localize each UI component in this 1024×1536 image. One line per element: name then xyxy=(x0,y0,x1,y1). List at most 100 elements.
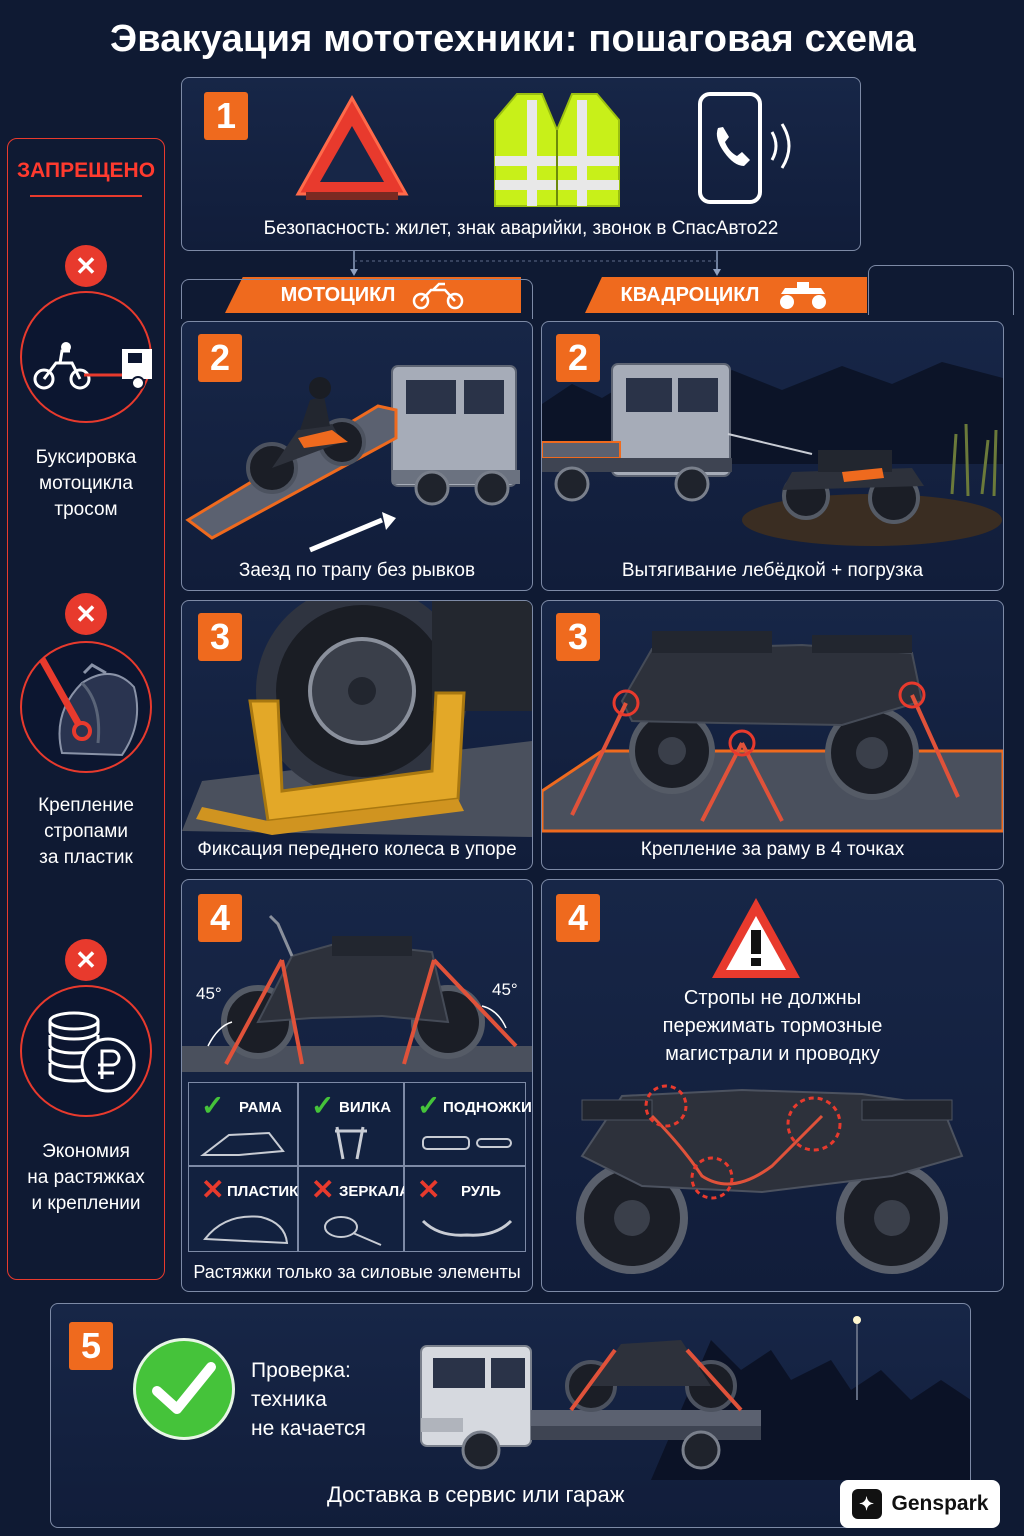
step-number: 5 xyxy=(69,1322,113,1370)
step5-caption: Доставка в сервис или гараж xyxy=(327,1482,625,1507)
moto-step4-panel: 4 45° 45° ✓ РАМА ✓ ВИЛКА ✓ ПОДНОЖКИ xyxy=(181,879,533,1292)
branch-quad-text: КВАДРОЦИКЛ xyxy=(620,283,760,306)
quad-step4-warning: Стропы не должны пережимать тормозные ма… xyxy=(542,984,1003,1068)
quad-step4-panel: 4 Стропы не должны пережимать тормозные … xyxy=(541,879,1004,1292)
moto-step2-caption: Заезд по трапу без рывков xyxy=(238,560,476,581)
towing-rope-icon xyxy=(33,342,152,390)
forbidden-column: ЗАПРЕЩЕНО ✕ Буксировка мотоцикла тросом … xyxy=(7,138,165,1280)
check-icon: ✓ xyxy=(201,1090,225,1121)
forbidden-line: Крепление xyxy=(38,795,134,816)
ok-label: РАМА xyxy=(239,1099,282,1116)
check-icon: ✓ xyxy=(311,1090,335,1121)
forbidden-line: и креплении xyxy=(31,1193,141,1214)
warning-triangle-icon xyxy=(295,94,409,200)
warning-sign-icon xyxy=(712,898,800,978)
moto-step4-caption: Растяжки только за силовые элементы xyxy=(193,1262,521,1282)
safety-vest-icon xyxy=(494,93,620,207)
branch-moto-text: МОТОЦИКЛ xyxy=(280,283,396,306)
bad-label: РУЛЬ xyxy=(461,1183,501,1200)
forbidden-line: Экономия xyxy=(42,1141,130,1162)
ramp-loading-illustration xyxy=(185,365,520,553)
bad-label: ПЛАСТИК xyxy=(227,1183,299,1200)
ok-cell-fork: ✓ ВИЛКА xyxy=(298,1082,404,1166)
strap-on-plastic-icon xyxy=(38,657,139,757)
forbidden-line: на растяжках xyxy=(27,1167,145,1188)
frame-part-icon xyxy=(200,1131,285,1156)
check-line: Проверка: xyxy=(251,1359,351,1382)
ok-cell-frame: ✓ РАМА xyxy=(188,1082,298,1166)
forbidden-mark: ✕ xyxy=(65,245,107,287)
branch-moto-label: МОТОЦИКЛ xyxy=(225,277,521,313)
coins-ruble-icon xyxy=(48,1011,136,1093)
fork-part-icon xyxy=(335,1126,367,1160)
step5-check-text: Проверка: техника не качается xyxy=(251,1356,366,1443)
forbidden-title: ЗАПРЕЩЕНО xyxy=(16,159,156,182)
forbidden-mark: ✕ xyxy=(65,939,107,981)
quad-step3-caption: Крепление за раму в 4 точках xyxy=(640,839,905,860)
check-line: техника xyxy=(251,1388,327,1411)
forbidden-line: тросом xyxy=(54,499,118,520)
step1-panel: 1 Безопасность: жилет, знак аварийки, зв… xyxy=(181,77,861,251)
cross-icon: ✕ xyxy=(417,1174,441,1205)
forbidden-item-economy xyxy=(20,985,152,1117)
forbidden-mark: ✕ xyxy=(65,593,107,635)
quad-step2-panel: 2 Вытягивание лебёдкой + погрузка xyxy=(541,321,1004,591)
bad-cell-plastic: ✕ ПЛАСТИК xyxy=(188,1166,298,1252)
step-number: 3 xyxy=(198,613,242,661)
brand-logo-icon: ✦ xyxy=(851,1489,882,1519)
brand-badge: ✦ Genspark xyxy=(840,1480,1000,1528)
step-number: 4 xyxy=(198,894,242,942)
ok-label: ПОДНОЖКИ xyxy=(443,1099,532,1116)
forbidden-item-plastic-strap xyxy=(20,641,152,773)
step-number: 1 xyxy=(204,92,248,140)
step-number: 2 xyxy=(198,334,242,382)
angle-label-left: 45° xyxy=(196,984,222,1003)
check-line: не качается xyxy=(251,1417,366,1440)
warning-line: пережимать тормозные xyxy=(662,1015,883,1037)
winch-pull-illustration xyxy=(542,362,1003,546)
tow-truck-illustration xyxy=(420,1316,970,1480)
quad-step2-caption: Вытягивание лебёдкой + погрузка xyxy=(621,560,924,581)
quad-step3-panel: 3 Крепление за раму в 4 точках xyxy=(541,600,1004,870)
quad-frame-tiedown-illustration xyxy=(542,631,1003,833)
forbidden-item-towing xyxy=(20,291,152,423)
step1-caption: Безопасность: жилет, знак аварийки, звон… xyxy=(263,218,779,239)
flow-connectors xyxy=(350,251,721,276)
bad-label: ЗЕРКАЛА xyxy=(339,1183,410,1200)
footpeg-part-icon xyxy=(422,1136,512,1150)
forbidden-text-3: Экономия на растяжках и креплении xyxy=(8,1139,164,1217)
cross-icon: ✕ xyxy=(311,1174,335,1205)
step-number: 4 xyxy=(556,894,600,942)
moto-tiedown-45-illustration xyxy=(182,914,532,1072)
bad-cell-mirrors: ✕ ЗЕРКАЛА xyxy=(298,1166,410,1252)
angle-label-right: 45° xyxy=(492,980,518,999)
motorcycle-icon xyxy=(413,282,464,310)
plastic-part-icon xyxy=(203,1215,289,1245)
quad-icon xyxy=(780,282,827,309)
wheel-chock-illustration xyxy=(182,601,532,837)
branch-frame-moto xyxy=(181,279,533,319)
forbidden-line: за пластик xyxy=(39,847,133,868)
brand-name: Genspark xyxy=(891,1492,989,1515)
forbidden-line: Буксировка xyxy=(35,447,137,468)
moto-step3-panel: 3 Фиксация переднего колеса в упоре xyxy=(181,600,533,870)
warning-line: Стропы не должны xyxy=(683,987,862,1009)
check-icon xyxy=(152,1362,216,1414)
branch-frame-quad xyxy=(868,265,1014,315)
forbidden-line: мотоцикла xyxy=(39,473,133,494)
cross-icon: ✕ xyxy=(201,1174,225,1205)
step5-panel: 5 Проверка: техника не качается Доставка… xyxy=(50,1303,971,1528)
mirror-part-icon xyxy=(324,1216,382,1246)
quad-brake-lines-illustration xyxy=(576,1084,964,1274)
forbidden-title-underline xyxy=(30,195,142,197)
phone-call-icon xyxy=(698,92,791,204)
forbidden-text-2: Крепление стропами за пластик xyxy=(8,793,164,871)
step-number: 3 xyxy=(556,613,600,661)
moto-step3-caption: Фиксация переднего колеса в упоре xyxy=(197,839,517,860)
page-title: Эвакуация мототехники: пошаговая схема xyxy=(110,18,916,60)
ok-cell-footpegs: ✓ ПОДНОЖКИ xyxy=(404,1082,532,1166)
bad-cell-handlebar: ✕ РУЛЬ xyxy=(404,1166,526,1252)
step-number: 2 xyxy=(556,334,600,382)
branch-quad-label: КВАДРОЦИКЛ xyxy=(585,277,867,313)
handlebar-part-icon xyxy=(421,1219,513,1237)
